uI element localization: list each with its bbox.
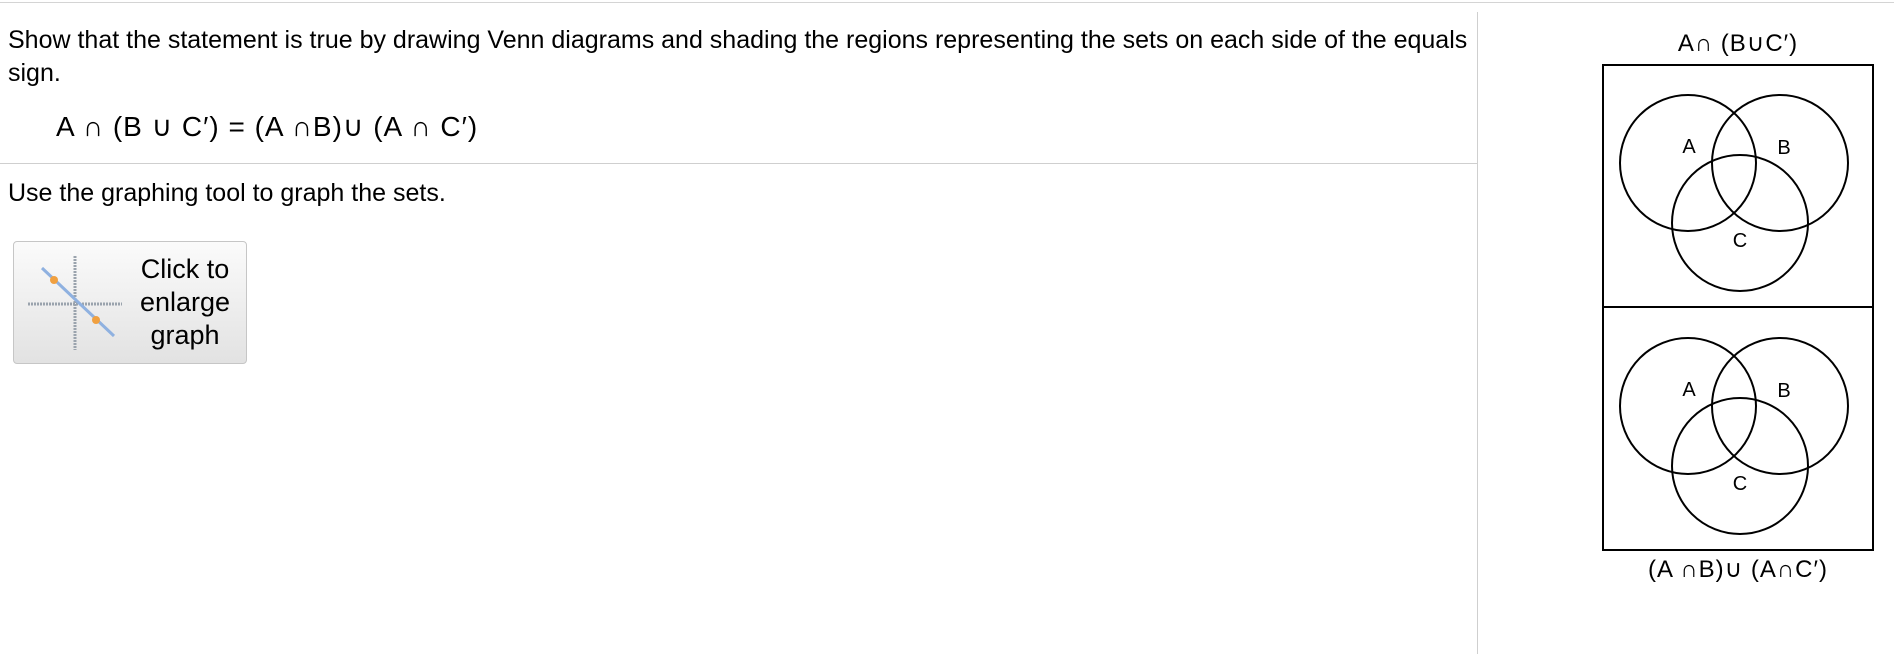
enlarge-graph-button[interactable]: Click to enlarge graph [13,241,247,364]
set-a-label: A [1682,379,1696,401]
set-c-label: C [1733,230,1747,252]
venn-diagram-right-side[interactable]: A B C [1602,307,1874,551]
problem-prompt: Show that the statement is true by drawi… [8,26,1468,87]
enlarge-graph-label: Click to enlarge graph [139,254,231,350]
venn-panel-separator [1602,306,1874,308]
set-a-circle [1619,94,1757,232]
problem-equation: A ∩ (B ∪ C′) = (A ∩B)∪ (A ∩ C′) [56,111,479,142]
set-c-circle [1671,397,1809,535]
set-b-circle [1711,337,1849,475]
graph-thumbnail-icon [28,256,122,350]
set-a-label: A [1682,136,1696,158]
set-b-label: B [1777,137,1790,159]
set-b-label: B [1777,380,1790,402]
panel-divider [1477,12,1478,654]
venn-bottom-label: (A ∩B)∪ (A∩C′) [1648,556,1828,583]
graph-instruction: Use the graphing tool to graph the sets. [8,179,446,207]
venn-top-label: A∩ (B∪C′) [1677,30,1799,57]
top-rule [0,2,1894,3]
set-b-circle [1711,94,1849,232]
set-c-label: C [1733,473,1747,495]
set-a-circle [1619,337,1757,475]
venn-diagram-left-side[interactable]: A B C [1602,64,1874,308]
section-divider [0,163,1477,164]
set-c-circle [1671,154,1809,292]
